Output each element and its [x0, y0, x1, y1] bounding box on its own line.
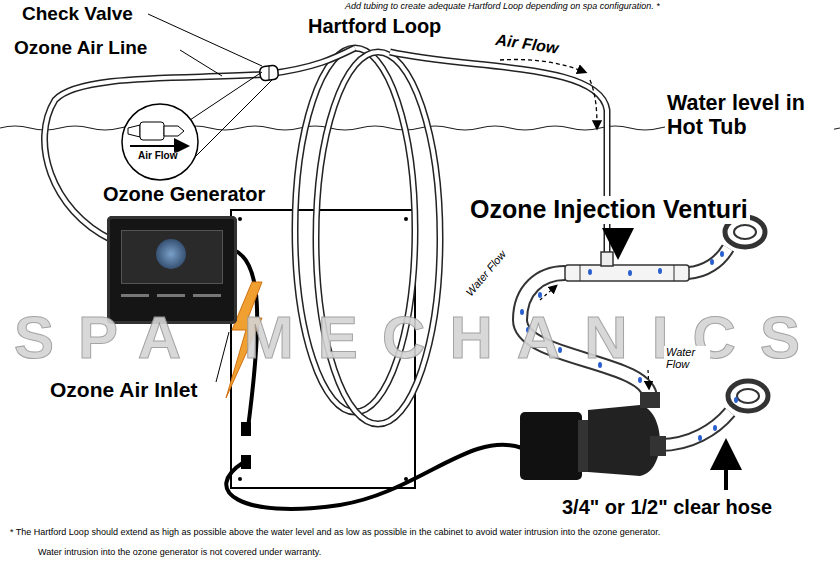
- flow-arrow: [130, 145, 186, 147]
- ozone-generator: Ozone Generator: [103, 183, 293, 324]
- label: Water Flow: [664, 346, 710, 370]
- flow-arrow: [648, 370, 649, 388]
- leader-line: [190, 72, 262, 120]
- generator-logo: [156, 239, 186, 269]
- leader-line: [196, 80, 272, 156]
- flow-arrow: [590, 80, 597, 128]
- leader-line: [180, 50, 222, 76]
- pointer-arrow: [724, 446, 728, 490]
- label: Add tubing to create adequate Hartford L…: [345, 2, 660, 12]
- heading: Ozone Generator: [103, 183, 293, 206]
- label: Air Flow: [138, 150, 177, 161]
- label: Water intrusion into the ozone generator…: [38, 548, 321, 558]
- flow-arrow: [540, 286, 556, 300]
- hartford-loop: [316, 52, 440, 424]
- inset-circle: [122, 104, 198, 180]
- flow-arrow: [500, 60, 585, 73]
- generator-slot: [121, 294, 149, 297]
- label: Ozone Air Inlet: [50, 378, 197, 401]
- generator-slot: [157, 294, 185, 297]
- label: * The Hartford Loop should extend as hig…: [10, 528, 660, 538]
- label: Ozone Injection Venturi: [468, 196, 750, 224]
- label: Water Flow: [462, 246, 509, 299]
- label: Water level in Hot Tub: [665, 92, 834, 139]
- leader-line: [148, 14, 262, 66]
- hartford-loop: [316, 52, 440, 424]
- power-cable: [226, 445, 522, 509]
- label: Air Flow: [495, 31, 560, 57]
- generator-slot: [193, 294, 221, 297]
- generator-face: [121, 230, 223, 284]
- label: Check Valve: [22, 4, 133, 25]
- label: Hartford Loop: [308, 15, 441, 37]
- pointer-arrow: [616, 230, 620, 252]
- check-valve: [259, 65, 278, 81]
- label: 3/4" or 1/2" clear hose: [562, 496, 772, 518]
- valve-detail: [128, 122, 184, 140]
- ozone-injection-venturi: [565, 252, 689, 281]
- label: Ozone Air Line: [14, 38, 147, 59]
- circulation-pump: [520, 392, 666, 480]
